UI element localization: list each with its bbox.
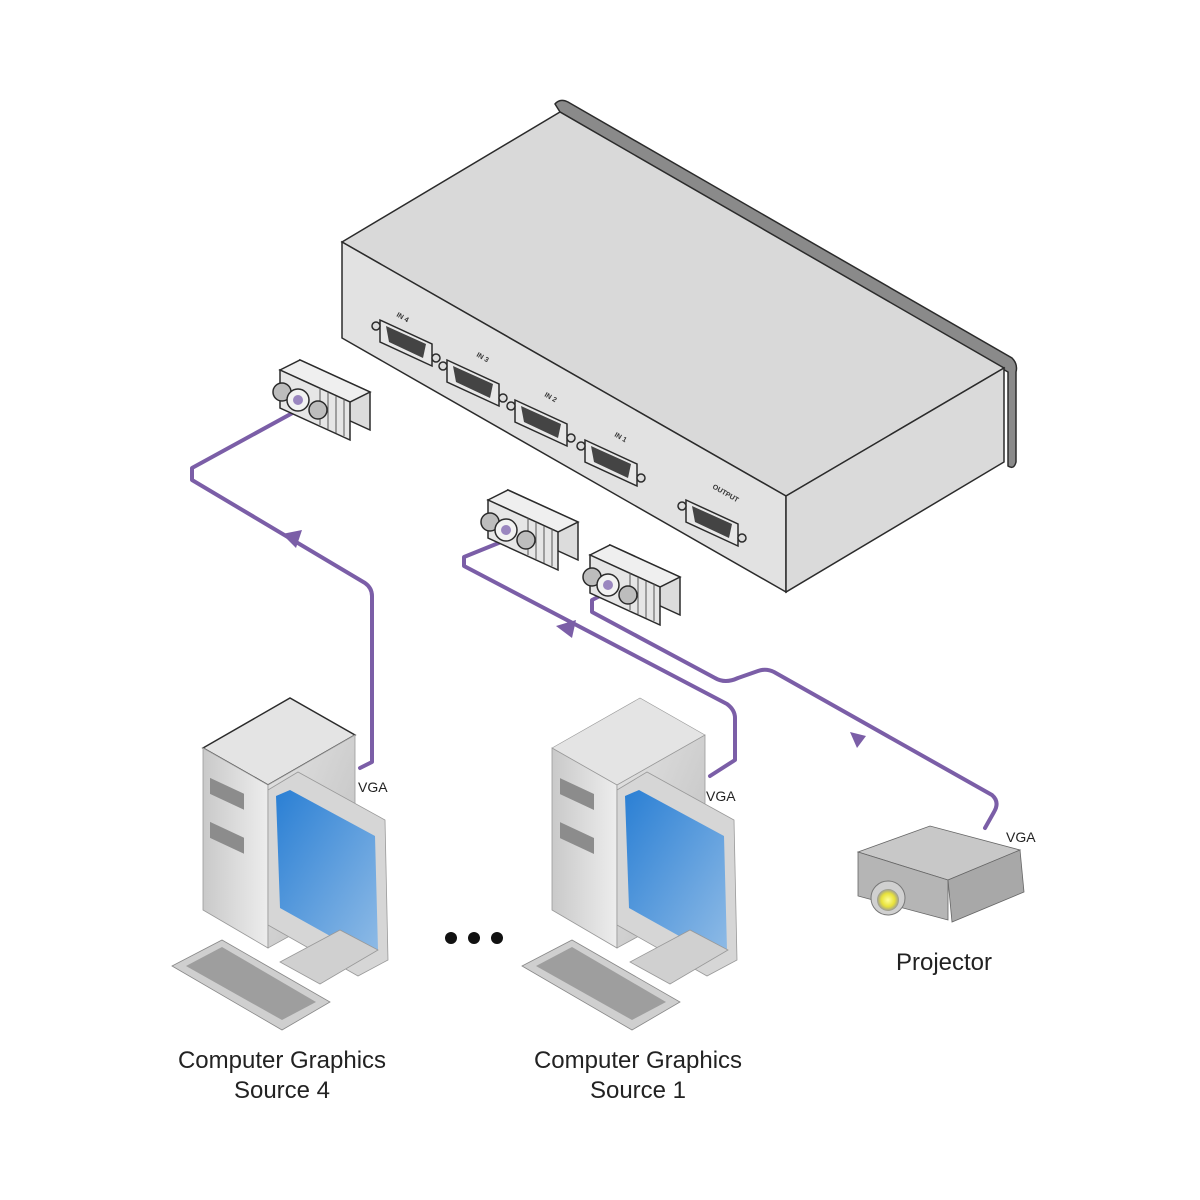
cable-label-source1: VGA (706, 788, 736, 804)
more-sources-ellipsis (445, 932, 503, 944)
cable-source1 (462, 538, 737, 778)
arrow-icon (850, 732, 866, 748)
source1-label-line2: Source 1 (590, 1077, 686, 1104)
cable-label-source4: VGA (358, 779, 388, 795)
cable-label-projector: VGA (1006, 829, 1036, 845)
device-side (785, 366, 1005, 594)
arrow-icon (556, 620, 576, 638)
vga-plug-in1 (480, 489, 579, 571)
computer-source1 (521, 697, 738, 1031)
switcher-device: IN 4 IN 3 IN 2 IN 1 OUTPUT (340, 99, 1018, 594)
arrow-icon (282, 530, 302, 548)
projector (856, 825, 1025, 923)
device-rail (554, 99, 1018, 469)
vga-plug-in4 (272, 359, 371, 441)
computer-source4 (171, 697, 389, 1031)
source4-label-line2: Source 4 (234, 1077, 330, 1104)
source1-label-line1: Computer Graphics (534, 1047, 742, 1074)
projector-label: Projector (896, 949, 992, 976)
source4-label-line1: Computer Graphics (178, 1047, 386, 1074)
cable-source4 (190, 408, 374, 770)
cable-projector (590, 591, 999, 830)
